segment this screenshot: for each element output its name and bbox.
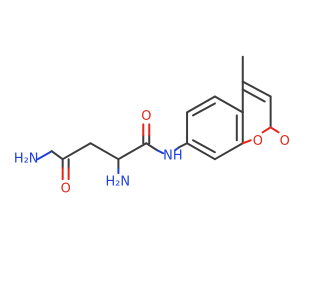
bond-ch2-calpha	[89, 142, 120, 161]
bond-ring-c8-c7	[186, 142, 216, 161]
bond-c2-o1	[261, 126, 272, 134]
label-ring-o: O	[253, 134, 263, 149]
label-amide-nh2: H₂N	[14, 152, 39, 167]
bond-c4-c3-inner	[241, 88, 266, 103]
bond-c4-c3	[241, 80, 272, 98]
bond-c-nh2	[36, 150, 53, 161]
bond-ring-c6-c5	[186, 95, 216, 114]
bond-co-nh	[145, 142, 159, 152]
bond-ring-c8-c7-inner	[192, 139, 216, 154]
bond-co-nh-b	[156, 149, 165, 155]
bond-nh-ring-b	[178, 142, 189, 149]
label-lactone-o: O	[280, 134, 290, 149]
bond-calpha-co	[117, 142, 148, 161]
bond-c2-o-exo-a	[269, 126, 280, 134]
bond-ring-c8a-c8	[213, 142, 244, 161]
bond-ring-c5-c4a	[213, 95, 244, 114]
label-alpha-nh2: H₂N	[105, 175, 130, 190]
label-amide-o-left: O	[61, 182, 71, 197]
bond-ring-c6-c5-inner	[192, 102, 216, 117]
molecule-group: H₂N O H₂N O NH O O	[14, 55, 290, 197]
bond-c-nh2-c	[50, 150, 64, 161]
bond-c-ch2	[61, 142, 92, 161]
label-amide-o-right: O	[141, 109, 151, 124]
bond-o1-c8a	[241, 139, 252, 145]
label-amide-nh: NH	[163, 149, 182, 164]
molecule-structure: H₂N O H₂N O NH O O	[14, 55, 290, 197]
